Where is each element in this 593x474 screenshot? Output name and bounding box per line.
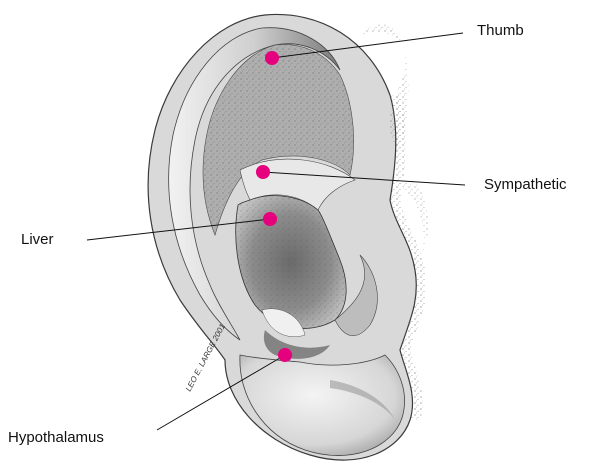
point-hypothalamus (278, 348, 292, 362)
label-liver: Liver (21, 232, 54, 247)
label-hypothalamus: Hypothalamus (8, 430, 104, 445)
label-sympathetic: Sympathetic (484, 177, 567, 192)
label-thumb: Thumb (477, 23, 524, 38)
point-sympathetic (256, 165, 270, 179)
point-thumb (265, 51, 279, 65)
point-liver (263, 212, 277, 226)
